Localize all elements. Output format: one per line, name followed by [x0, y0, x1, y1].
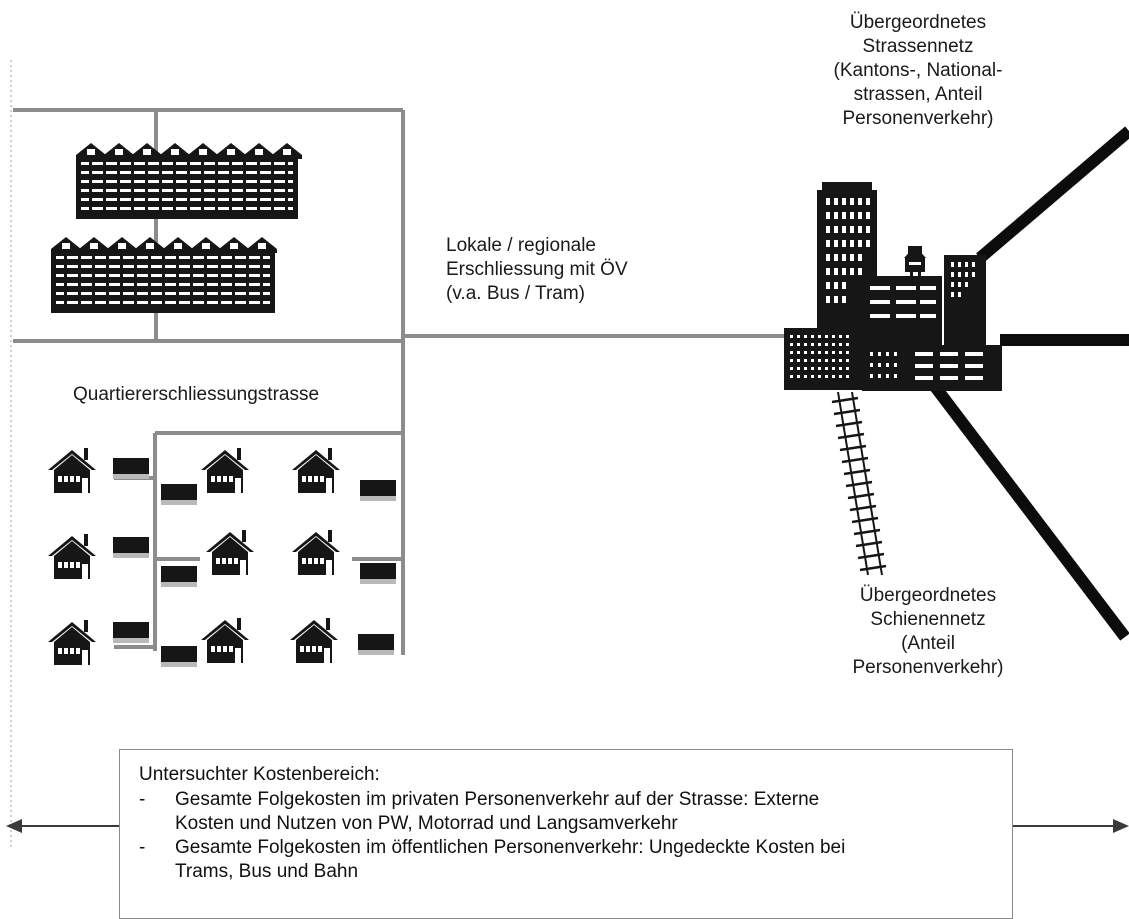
bullet-dash: - [139, 789, 146, 810]
parked-car-icon [358, 634, 394, 655]
local-transit-label: Lokale / regionale Erschliessung mit ÖV … [446, 234, 726, 306]
parked-car-icon [360, 563, 396, 584]
local-transit-label-line: Erschliessung mit ÖV [446, 259, 628, 280]
cost-scope-heading: Untersuchter Kostenbereich: [139, 764, 380, 785]
house-icon [48, 620, 96, 665]
upper-road-label-line: Übergeordnetes [849, 12, 987, 33]
city-skyline-icon [784, 182, 1002, 391]
list-item: - Gesamte Folgekosten im privaten Person… [139, 788, 1012, 836]
apartment-block-icon [76, 143, 302, 219]
apartment-block-icon [51, 237, 277, 313]
railway-track-icon [831, 391, 887, 576]
parked-car-icon [113, 622, 149, 643]
house-icon [292, 530, 340, 575]
district-road-label: Quartiererschliessungstrasse [73, 384, 320, 405]
list-item-line: Gesamte Folgekosten im privaten Personen… [175, 789, 820, 810]
parked-car-icon [113, 537, 149, 558]
parked-car-icon [161, 566, 197, 587]
house-icon [48, 534, 96, 579]
list-item-line: Gesamte Folgekosten im öffentlichen Pers… [175, 837, 846, 858]
upper-rail-label-line: Übergeordnetes [859, 585, 997, 606]
house-icon [206, 530, 254, 575]
house-icon [290, 618, 338, 663]
upper-rail-label: Übergeordnetes Schienennetz (Anteil Pers… [818, 584, 1038, 680]
cost-scope-list: - Gesamte Folgekosten im privaten Person… [139, 788, 1012, 884]
upper-road-label-line: (Kantons-, National- [833, 60, 1003, 81]
upper-road-network [925, 126, 1129, 641]
upper-rail-label-line: (Anteil [901, 633, 955, 654]
parked-car-icon [161, 484, 197, 505]
house-icon [201, 618, 249, 663]
list-item: - Gesamte Folgekosten im öffentlichen Pe… [139, 836, 1012, 884]
local-transit-label-line: (v.a. Bus / Tram) [446, 283, 586, 304]
bullet-dash: - [139, 837, 146, 858]
upper-rail-label-line: Schienennetz [870, 609, 986, 630]
list-item-line: Kosten und Nutzen von PW, Motorrad und L… [175, 813, 678, 834]
upper-road-label: Übergeordnetes Strassennetz (Kantons-, N… [800, 11, 1036, 131]
house-icon [292, 448, 340, 493]
parked-car-icon [360, 480, 396, 501]
local-transit-label-line: Lokale / regionale [446, 235, 596, 256]
upper-road-label-line: strassen, Anteil [853, 84, 983, 105]
upper-road-label-line: Personenverkehr) [842, 108, 994, 129]
upper-rail-label-line: Personenverkehr) [852, 657, 1004, 678]
list-item-line: Trams, Bus und Bahn [175, 861, 359, 882]
house-icon [48, 448, 96, 493]
parked-car-icon [113, 458, 149, 479]
upper-road-label-line: Strassennetz [862, 36, 974, 57]
house-icon [201, 448, 249, 493]
cost-scope-box: Untersuchter Kostenbereich: - Gesamte Fo… [119, 749, 1013, 919]
parked-car-icon [161, 646, 197, 667]
